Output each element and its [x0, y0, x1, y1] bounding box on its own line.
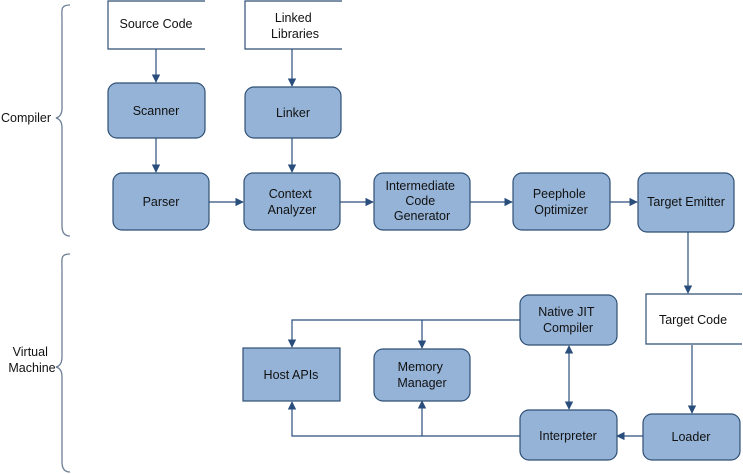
edge-interpreter-to-host-apis: [287, 401, 520, 437]
linked-libraries-node: [244, 0, 342, 50]
target-emitter-label: Target Emitter: [647, 195, 725, 209]
source-code-label-line: Source Code: [120, 17, 193, 31]
memory-manager-label: Memory Manager: [397, 360, 446, 390]
host-apis-node: [242, 347, 341, 402]
parser-label: Parser: [143, 195, 180, 209]
target-emitter-label-line: Target Emitter: [647, 195, 725, 209]
linker-label: Linker: [276, 106, 310, 120]
peephole-optimizer-label-line: Optimizer: [534, 203, 587, 217]
native-jit-compiler-node: [519, 294, 618, 346]
target-code-label-line: Target Code: [659, 313, 727, 327]
context-analyzer-node: [243, 172, 341, 231]
peephole-optimizer-node: [512, 172, 611, 231]
target-emitter-node: [637, 172, 735, 233]
target-code-label: Target Code: [659, 313, 727, 327]
linked-libraries-label-line: Libraries: [271, 27, 319, 41]
peephole-optimizer-label: Peephole Optimizer: [533, 187, 589, 217]
interpreter-label-line: Interpreter: [539, 429, 597, 443]
linked-libraries-label-line: Linked: [275, 11, 312, 25]
loader-node: [642, 413, 741, 461]
intermediate-code-generator-label-line: Code: [405, 194, 435, 208]
context-analyzer-label-line: Analyzer: [268, 203, 317, 217]
source-code-label: Source Code: [120, 17, 193, 31]
linked-libraries-label: Linked Libraries: [271, 11, 319, 41]
scanner-label: Scanner: [133, 104, 180, 118]
memory-manager-label-line: Manager: [397, 376, 446, 390]
compiler-group-label: Compiler: [1, 111, 51, 125]
context-analyzer-label: Context Analyzer: [268, 187, 317, 217]
scanner-node: [107, 82, 206, 139]
context-analyzer-label-line: Context: [269, 187, 313, 201]
loader-label: Loader: [672, 430, 711, 444]
virtual-machine-group-label: Virtual Machine: [8, 345, 55, 375]
memory-manager-node: [373, 348, 471, 402]
interpreter-node: [519, 409, 618, 461]
virtual-machine-group-label-line: Machine: [8, 361, 55, 375]
node-labels: Source Code Linked Libraries Scanner Lin…: [120, 11, 728, 444]
source-code-node: [107, 0, 205, 50]
interpreter-label: Interpreter: [539, 429, 597, 443]
linker-node: [244, 86, 342, 139]
linker-label-line: Linker: [276, 106, 310, 120]
native-jit-compiler-label: Native JIT Compiler: [538, 305, 598, 335]
intermediate-code-generator-label: Intermediate Code Generator: [386, 179, 459, 223]
host-apis-label: Host APIs: [264, 368, 319, 382]
intermediate-code-generator-node: [373, 172, 471, 231]
intermediate-code-generator-label-line: Intermediate: [386, 179, 456, 193]
loader-label-line: Loader: [672, 430, 711, 444]
virtual-machine-group-brace: [55, 253, 71, 473]
parser-label-line: Parser: [143, 195, 180, 209]
process-nodes: [107, 82, 741, 461]
intermediate-code-generator-label-line: Generator: [394, 209, 450, 223]
edge-native-jit-compiler-to-host-apis: [287, 319, 520, 348]
native-jit-compiler-label-line: Compiler: [543, 321, 593, 335]
virtual-machine-group-label-line: Virtual: [13, 345, 48, 359]
peephole-optimizer-label-line: Peephole: [533, 187, 586, 201]
native-jit-compiler-label-line: Native JIT: [538, 305, 595, 319]
memory-manager-label-line: Memory: [398, 360, 444, 374]
parser-node: [112, 172, 210, 231]
compiler-group-brace: [55, 4, 71, 237]
compiler-group-label-line: Compiler: [1, 111, 51, 125]
edges: [151, 49, 697, 441]
host-apis-label-line: Host APIs: [264, 368, 319, 382]
data-nodes: [107, 0, 742, 345]
scanner-label-line: Scanner: [133, 104, 180, 118]
target-code-node: [645, 293, 742, 345]
